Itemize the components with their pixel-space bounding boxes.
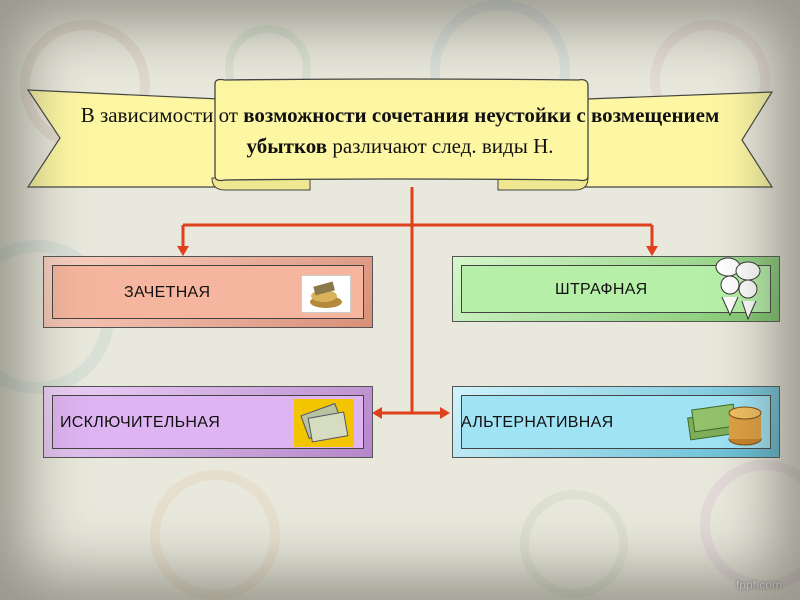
box-label-shtrafnaya: ШТРАФНАЯ (555, 281, 648, 298)
connector-lines (181, 187, 654, 415)
footer-watermark: fppt.com (735, 578, 782, 592)
banner-right-tail (559, 91, 774, 188)
banner-main (214, 78, 589, 182)
box-shtrafnaya: ШТРАФНАЯ (452, 256, 780, 322)
box-label-zachetnaya: ЗАЧЕТНАЯ (124, 284, 211, 301)
banner-text-bold: возможности сочетания неустойки с возмещ… (243, 103, 720, 158)
banner-text-part2: различают след. виды Н. (327, 134, 554, 158)
background-decoration (520, 490, 628, 598)
box-isklyuchitelnaya: ИСКЛЮЧИТЕЛЬНАЯ (43, 386, 373, 458)
banner-right-fold (497, 177, 589, 191)
box-alternativnaya: АЛЬТЕРНАТИВНАЯ (452, 386, 780, 458)
chefs-icon (708, 253, 770, 325)
box-zachetnaya: ЗАЧЕТНАЯ (43, 256, 373, 328)
cash-and-coins-icon (685, 395, 767, 453)
background-decoration (150, 470, 280, 600)
connector-arrowheads (177, 246, 658, 419)
banner-text: В зависимости от возможности сочетания н… (60, 100, 740, 162)
coins-icon (301, 275, 351, 313)
money-icon (294, 399, 354, 447)
banner-text-part1: В зависимости от (80, 103, 244, 127)
background-decoration (700, 460, 800, 590)
banner-left-fold (211, 177, 311, 191)
box-label-isklyuchitelnaya: ИСКЛЮЧИТЕЛЬНАЯ (60, 414, 221, 431)
box-label-alternativnaya: АЛЬТЕРНАТИВНАЯ (461, 414, 614, 431)
banner-left-tail (26, 89, 241, 188)
